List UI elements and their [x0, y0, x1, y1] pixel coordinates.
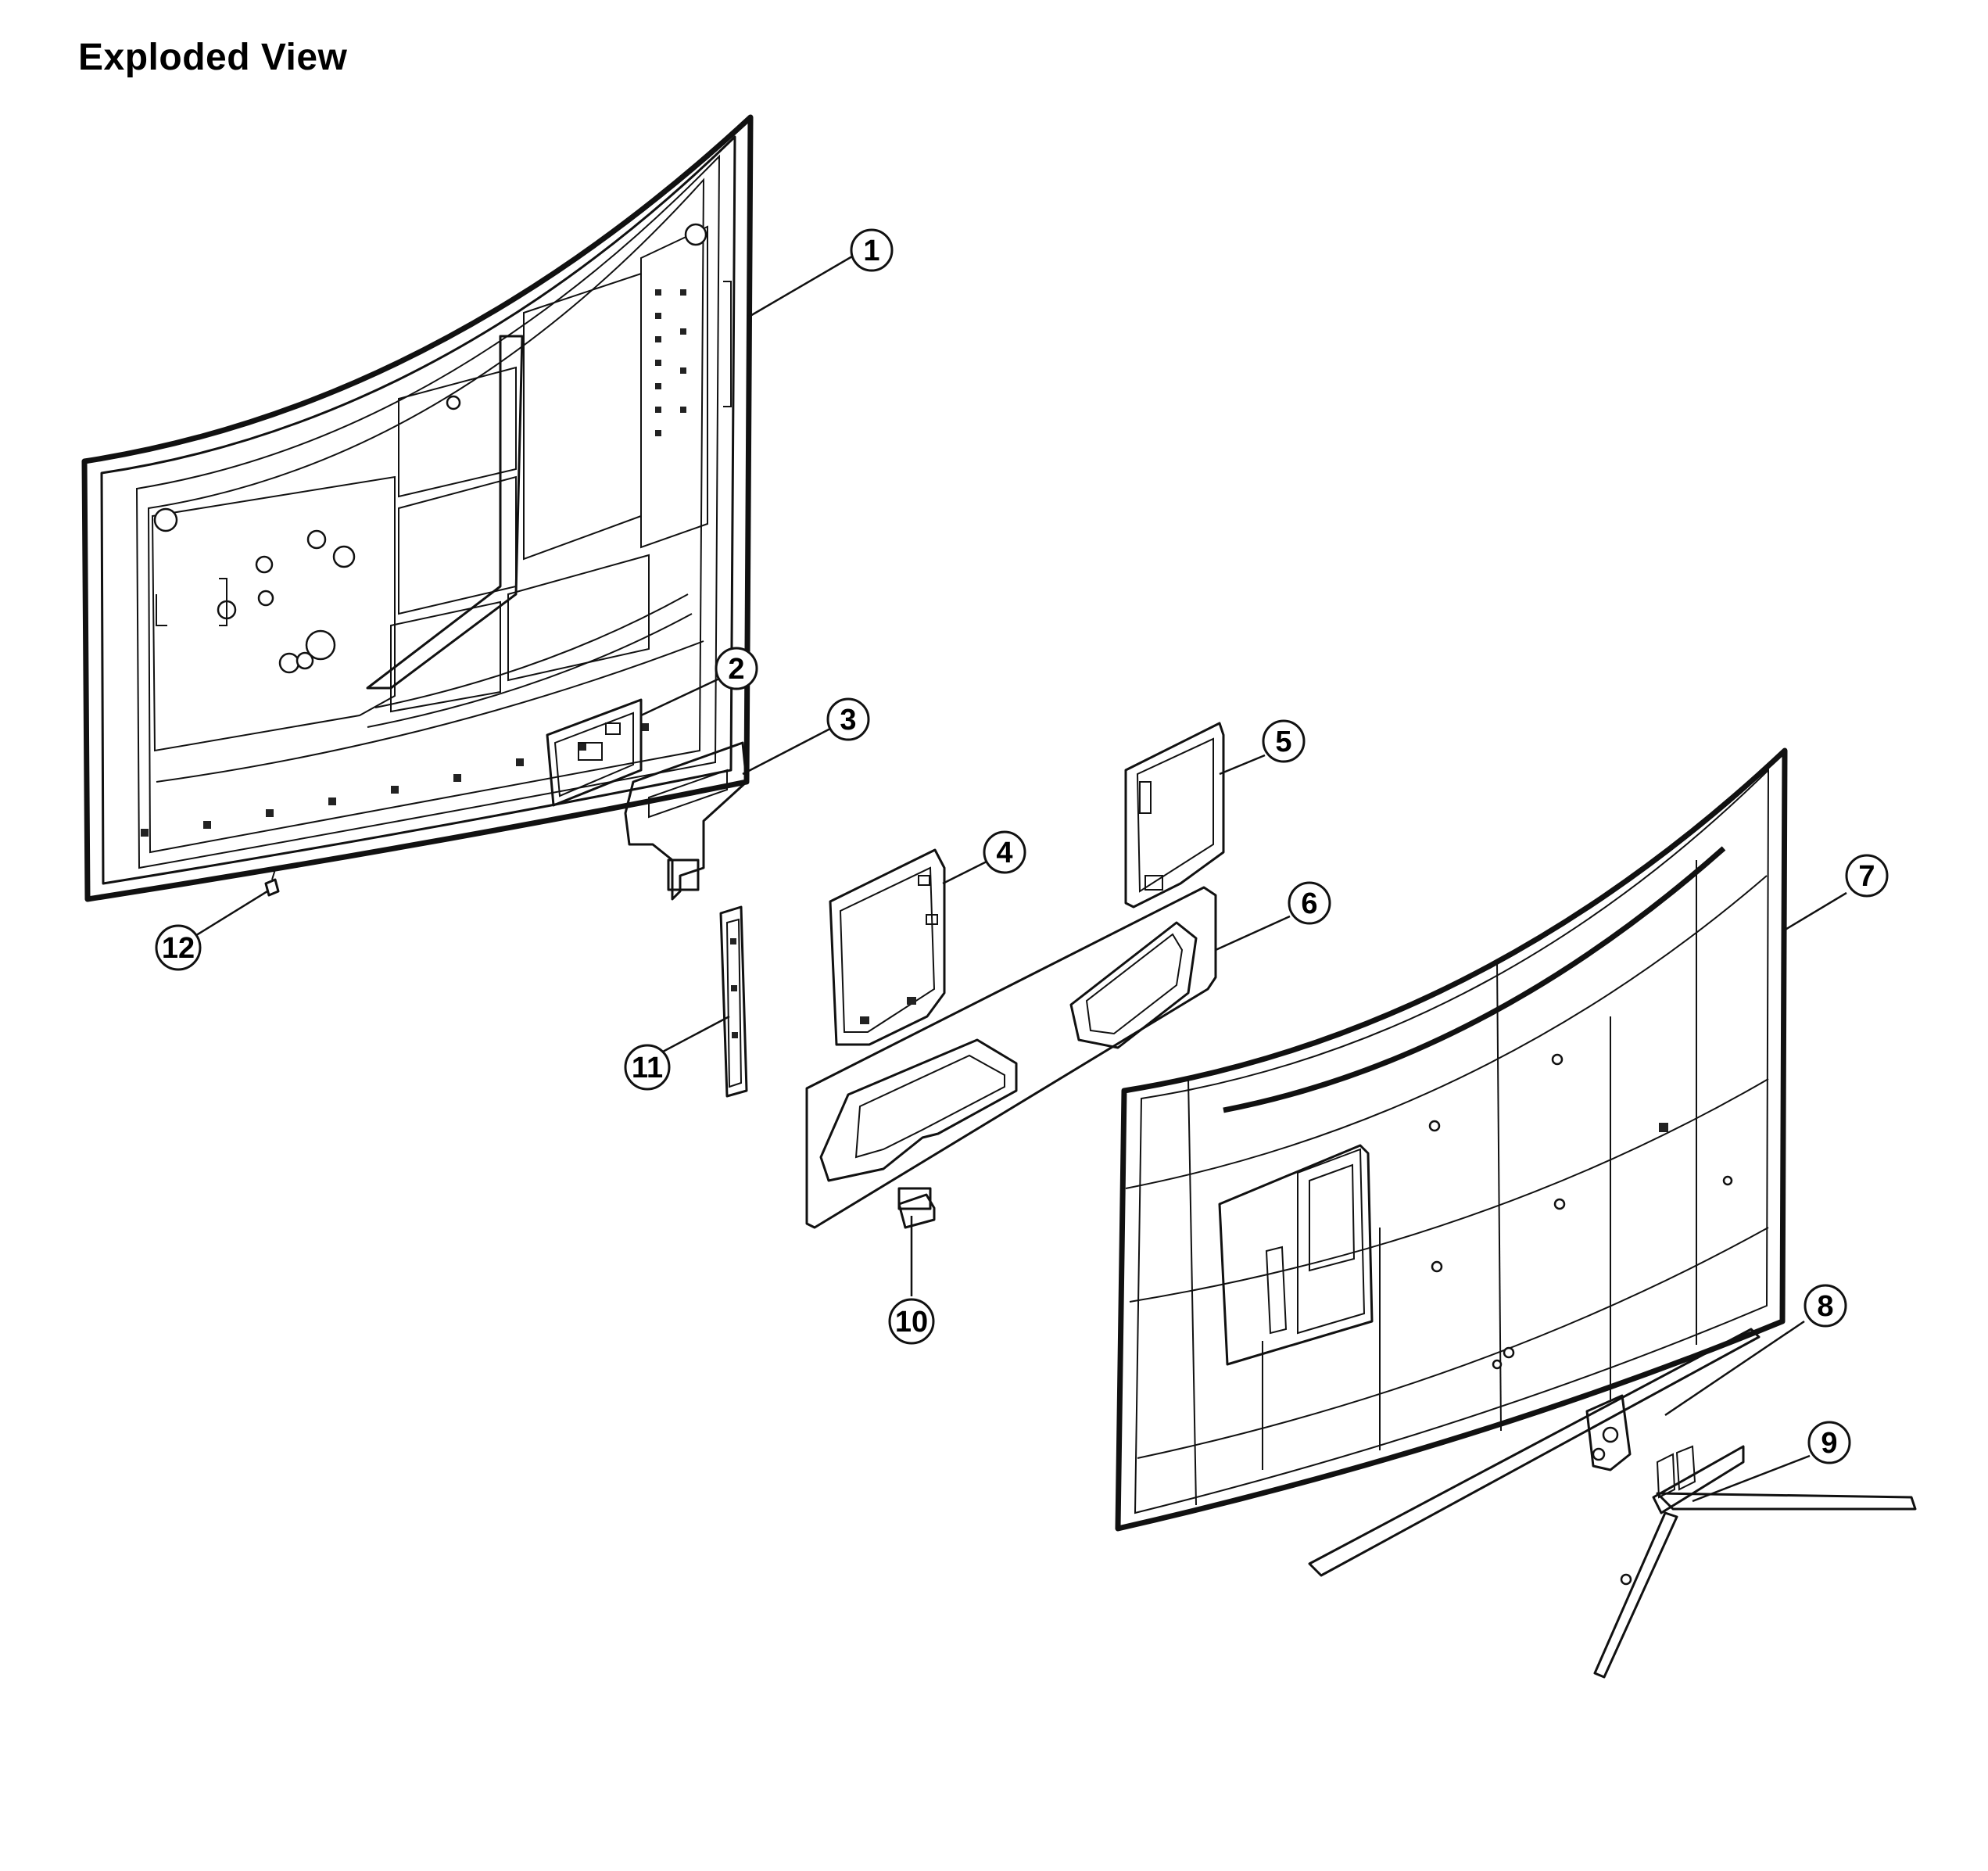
- svg-text:6: 6: [1301, 887, 1317, 920]
- callout-12: 12: [155, 924, 202, 971]
- callout-5: 5: [1262, 719, 1306, 763]
- part-11-strip-board: [719, 905, 748, 1098]
- svg-text:9: 9: [1821, 1427, 1837, 1460]
- part-5-power-board: [1124, 722, 1225, 909]
- part-12-screw: [264, 869, 280, 897]
- part-4-main-board: [829, 848, 946, 1046]
- callout-8: 8: [1804, 1284, 1847, 1328]
- svg-text:10: 10: [895, 1306, 928, 1339]
- callout-2: 2: [715, 647, 758, 690]
- svg-text:7: 7: [1858, 860, 1875, 893]
- part-2-board: [546, 698, 643, 807]
- part-1-panel-frame: [81, 114, 754, 902]
- page-title: Exploded View: [78, 37, 348, 78]
- callout-4: 4: [983, 830, 1026, 874]
- svg-text:5: 5: [1275, 726, 1291, 758]
- part-3-bracket: [624, 741, 748, 901]
- svg-text:12: 12: [162, 932, 195, 965]
- part-10-clip: [897, 1193, 936, 1229]
- callout-10: 10: [888, 1298, 935, 1345]
- svg-text:1: 1: [863, 235, 879, 267]
- callout-3: 3: [826, 697, 870, 741]
- callout-11: 11: [624, 1044, 671, 1091]
- svg-text:2: 2: [728, 653, 744, 686]
- part-9-stand-base: [1593, 1445, 1917, 1679]
- callout-1: 1: [850, 228, 894, 272]
- callout-6: 6: [1288, 881, 1331, 925]
- part-6-inner-cover: [805, 886, 1217, 1229]
- leader-lines: [193, 255, 1847, 1503]
- svg-text:8: 8: [1817, 1290, 1833, 1323]
- callout-7: 7: [1845, 854, 1889, 898]
- part-7-back-cover: [1115, 747, 1788, 1532]
- svg-text:4: 4: [996, 837, 1012, 869]
- callout-9: 9: [1807, 1421, 1851, 1464]
- svg-text:11: 11: [632, 1052, 663, 1084]
- svg-text:3: 3: [840, 704, 856, 737]
- part-8-stand-bar: [1308, 1328, 1761, 1577]
